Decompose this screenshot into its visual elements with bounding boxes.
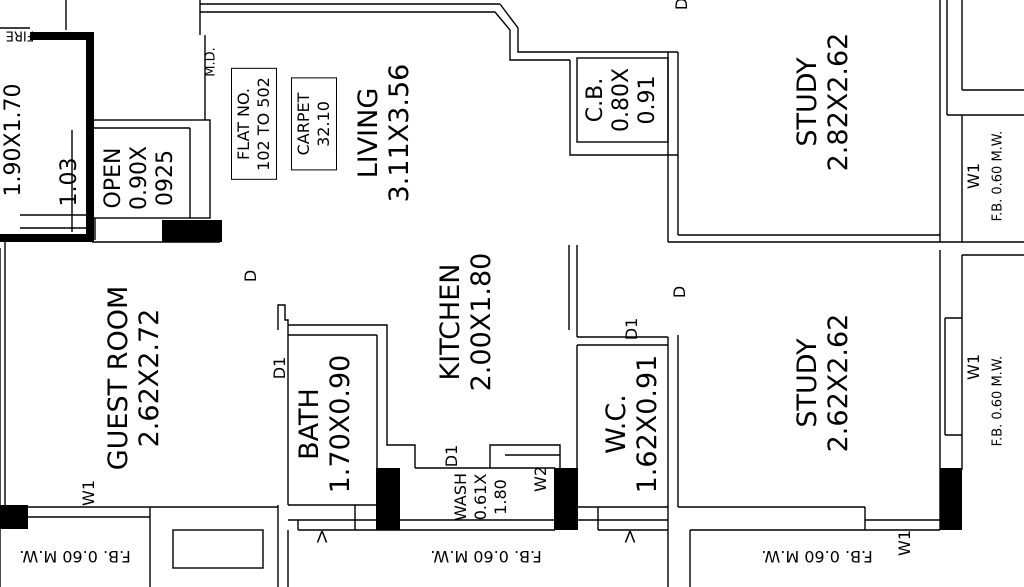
flower-bed-label-bottom-left: F.B. 0.60 M.W. [19, 547, 131, 566]
carpet-area-box: CARPET 32.10 [291, 77, 337, 171]
window-marker-wash: W2 [531, 466, 550, 492]
flat-number-label: FLAT NO. [234, 87, 253, 161]
cupboard-name: C.B. [583, 77, 608, 123]
door-marker-study: D [670, 285, 689, 299]
left-room-dimension: 1.03 [57, 157, 82, 207]
open-area-size-line2: 0925 [153, 150, 178, 206]
ventilator-marker-bath: V [316, 527, 328, 546]
flower-bed-label-bottom-center: F.B. 0.60 M.W. [430, 547, 542, 566]
cupboard-size-line2: 0.91 [635, 75, 660, 125]
window-marker-study-bottom: W1 [964, 354, 983, 380]
flower-bed-label-right: F.B. 0.60 M.W. [990, 355, 1006, 447]
cupboard-label: C.B. 0.80X 0.91 [583, 67, 660, 133]
ventilator-marker-wc: V [624, 527, 636, 546]
bath-label: BATH 1.70X0.90 [294, 354, 356, 494]
window-marker-study-top: W1 [964, 163, 983, 189]
guest-room-label: GUEST ROOM 2.62X2.72 [103, 285, 165, 471]
open-area-label: OPEN 0.90X 0925 [101, 145, 178, 211]
fire-marker: FIRE [5, 27, 35, 43]
open-area-size-line1: 0.90X [127, 145, 152, 211]
study-bottom-label: STUDY 2.62X2.62 [792, 313, 854, 453]
wash-area-label: WASH 0.61X 1.80 [451, 472, 510, 522]
living-room-name: LIVING [353, 87, 384, 179]
wash-area-size-line2: 1.80 [491, 479, 510, 515]
study-bottom-name: STUDY [792, 338, 823, 428]
study-top-name: STUDY [792, 57, 823, 147]
living-room-label: LIVING 3.11X3.56 [353, 63, 415, 203]
flat-number-box: FLAT NO. 102 TO 502 [231, 68, 277, 180]
cupboard-size-line1: 0.80X [609, 67, 634, 133]
door-marker-living: D [241, 269, 260, 283]
living-room-size: 3.11X3.56 [384, 63, 415, 203]
flat-number-value: 102 TO 502 [254, 77, 273, 171]
guest-room-name: GUEST ROOM [103, 285, 134, 471]
wash-area-size-line1: 0.61X [471, 473, 490, 521]
door-marker-top: D [672, 0, 691, 11]
window-marker-guest: W1 [79, 480, 98, 506]
study-bottom-size: 2.62X2.62 [823, 313, 854, 453]
wc-name: W.C. [601, 394, 632, 454]
door-marker-wc: D1 [622, 317, 641, 341]
door-marker-wash: D1 [442, 444, 461, 468]
main-door-marker: M.D. [203, 47, 219, 77]
kitchen-label: KITCHEN 2.00X1.80 [435, 252, 497, 392]
kitchen-name: KITCHEN [435, 263, 466, 381]
open-area-name: OPEN [101, 147, 126, 209]
window-marker-bottom-right: W1 [895, 530, 914, 556]
wc-label: W.C. 1.62X0.91 [601, 354, 663, 494]
study-top-size: 2.82X2.62 [823, 32, 854, 172]
wc-size: 1.62X0.91 [632, 354, 663, 494]
flower-bed-label-bottom-right: F.B. 0.60 M.W. [761, 547, 873, 566]
flower-bed-label-top: F.B. 0.60 M.W. [990, 130, 1006, 222]
carpet-area-value: 32.10 [314, 101, 333, 147]
bath-name: BATH [294, 388, 325, 460]
door-marker-bath: D1 [270, 356, 289, 380]
kitchen-size: 2.00X1.80 [466, 252, 497, 392]
wash-area-name: WASH [451, 472, 470, 522]
bath-size: 1.70X0.90 [325, 354, 356, 494]
carpet-area-label: CARPET [294, 92, 313, 156]
left-room-size: 1.90X1.70 [1, 83, 26, 197]
study-top-label: STUDY 2.82X2.62 [792, 32, 854, 172]
guest-room-size: 2.62X2.72 [134, 308, 165, 448]
